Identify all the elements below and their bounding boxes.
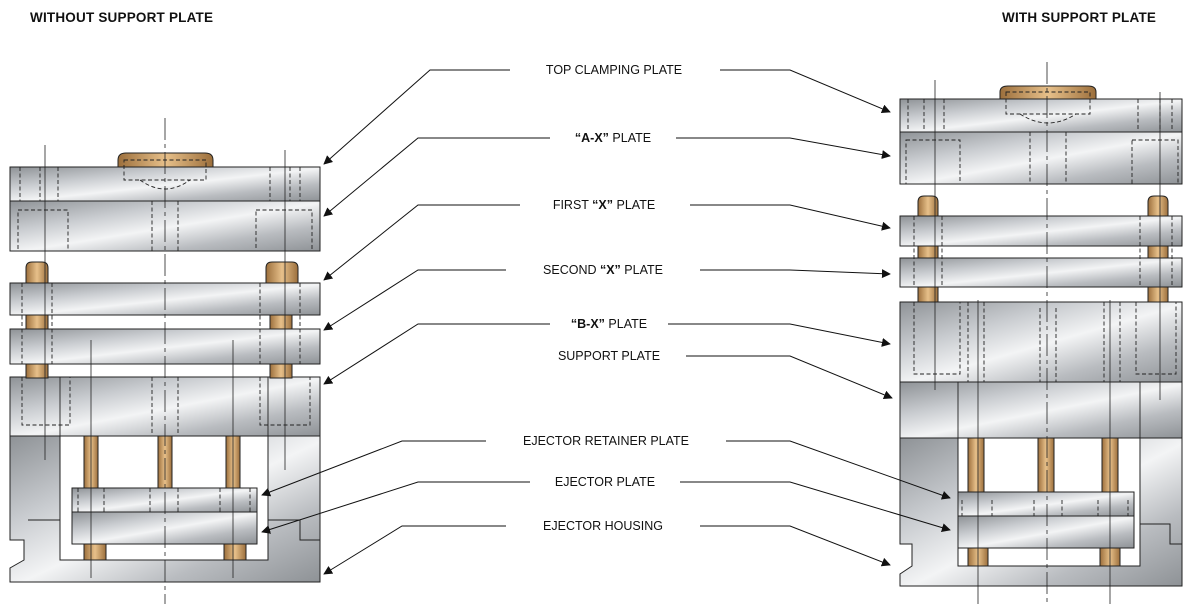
right-guide-post	[1147, 286, 1169, 303]
left-guide-post	[269, 363, 293, 379]
left-stop-pin	[223, 543, 247, 561]
leader-top-clamping-right	[720, 69, 891, 114]
label-top-clamping-plate: TOP CLAMPING PLATE	[546, 63, 682, 77]
leader-retainer-left	[261, 440, 486, 497]
right-assembly	[899, 62, 1183, 604]
leader-bx-left	[323, 323, 550, 385]
right-locating-ring	[999, 85, 1097, 100]
left-guide-cap	[265, 261, 299, 284]
left-guide-post	[269, 314, 293, 330]
heading-without-support-plate: WITHOUT SUPPORT PLATE	[30, 10, 214, 25]
leader-housing-right	[700, 525, 891, 567]
label-ax-plate: “A-X” PLATE	[575, 131, 651, 145]
right-second-x-plate	[899, 257, 1183, 288]
leader-ax-left	[323, 137, 550, 217]
right-ejector-pin	[1037, 437, 1055, 493]
leader-bx-right	[668, 323, 891, 347]
leader-second-x-right	[700, 269, 891, 279]
leader-ejector-plate-right	[680, 481, 951, 532]
leader-support-right	[686, 355, 893, 400]
right-first-x-plate	[899, 215, 1183, 247]
right-guide-cap	[917, 195, 939, 217]
right-ax-plate	[899, 131, 1183, 185]
right-guide-cap	[1147, 195, 1169, 217]
right-ejector-retainer-plate	[957, 491, 1135, 517]
label-ejector-plate: EJECTOR PLATE	[555, 475, 655, 489]
right-top-clamping-plate	[899, 98, 1183, 133]
label-ejector-retainer-plate: EJECTOR RETAINER PLATE	[523, 434, 689, 448]
left-guide-cap	[25, 261, 49, 284]
heading-with-support-plate: WITH SUPPORT PLATE	[1002, 10, 1157, 25]
leader-top-clamping-left	[323, 69, 510, 165]
label-ejector-housing: EJECTOR HOUSING	[543, 519, 663, 533]
labels: TOP CLAMPING PLATE “A-X” PLATE FIRST “X”…	[523, 63, 689, 533]
right-ejector-housing	[899, 437, 1183, 587]
right-guide-post	[1147, 245, 1169, 259]
label-support-plate: SUPPORT PLATE	[558, 349, 660, 363]
leader-retainer-right	[726, 440, 951, 500]
left-assembly	[9, 118, 321, 604]
left-stop-pin	[83, 543, 107, 561]
right-support-plate	[899, 381, 1183, 439]
right-ejector-pin	[967, 437, 985, 493]
left-ejector-retainer-plate	[71, 487, 258, 513]
leader-second-x-left	[323, 269, 506, 331]
leader-lines	[261, 69, 951, 575]
label-bx-plate: “B-X” PLATE	[571, 317, 647, 331]
leader-housing-left	[323, 525, 506, 575]
leader-first-x-right	[690, 204, 891, 231]
leader-ejector-plate-left	[261, 481, 530, 534]
right-ejector-plate	[957, 515, 1135, 549]
leader-first-x-left	[323, 204, 520, 281]
leader-ax-right	[676, 137, 891, 159]
label-first-x-plate: FIRST “X” PLATE	[553, 198, 655, 212]
left-ejector-plate	[71, 511, 258, 545]
right-bx-plate	[899, 301, 1183, 383]
label-second-x-plate: SECOND “X” PLATE	[543, 263, 663, 277]
